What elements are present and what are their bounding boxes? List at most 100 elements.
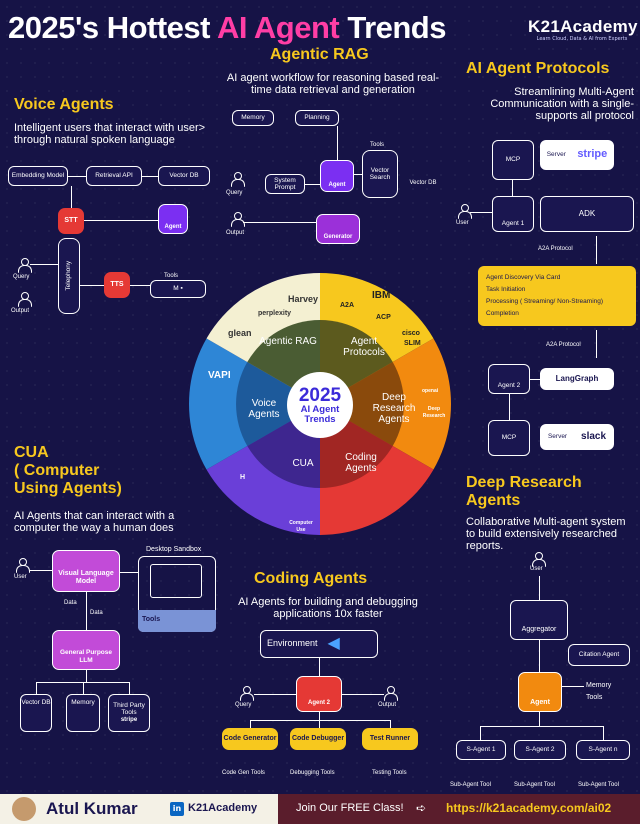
protocols-a2a2-label: A2A Protocol xyxy=(546,342,581,348)
deep-connector xyxy=(480,726,481,740)
rag-tools-box: Vector Search xyxy=(362,150,398,198)
deep-user-person-icon xyxy=(532,552,546,567)
cua-llm-node: General Purpose LLM xyxy=(52,630,120,670)
brand-computer-use: Computer Use xyxy=(289,520,313,533)
cua-vlm-node: Visual Language Model xyxy=(52,550,120,592)
cua-desktop-label: Desktop Sandbox xyxy=(146,546,202,553)
wheel-segment-coding: Coding Agents xyxy=(345,452,377,474)
wheel-segment-protocols: Agent Protocols xyxy=(343,336,385,358)
voice-tts-node: TTS xyxy=(104,272,130,298)
deep-aggregator-box: Aggregator xyxy=(510,600,568,640)
coding-desc: AI Agents for building and debugging app… xyxy=(238,596,418,620)
brand-a2a: A2A xyxy=(340,302,355,309)
voice-tools-label: Tools xyxy=(164,273,179,279)
wheel-segment-deep-research: Deep Research Agents xyxy=(372,392,416,425)
author-avatar xyxy=(12,797,36,821)
cua-memory-box: Memory xyxy=(66,694,100,732)
deep-subtool-label: Sub-Agent Tool xyxy=(514,782,555,788)
deep-memory-label: Memory xyxy=(586,682,612,689)
coding-query-person-icon xyxy=(240,686,254,701)
deep-tools-label: Tools xyxy=(586,694,603,701)
voice-output-label: Output xyxy=(11,308,30,314)
k21-logo: K21Academy Learn Cloud, Data & AI from E… xyxy=(528,17,638,42)
a2a-card-item: Agent Discovery Via Card xyxy=(486,274,561,281)
rag-connector xyxy=(337,126,338,160)
coding-query-label: Query xyxy=(235,702,252,708)
deep-connector xyxy=(562,686,584,687)
footer-academy[interactable]: K21Academy xyxy=(188,802,258,814)
wheel-center: 2025 AI Agent Trends xyxy=(287,372,353,438)
deep-sagent2-box: S-Agent 2 xyxy=(514,740,566,760)
wheel-segment-voice: Voice Agents xyxy=(248,398,280,420)
arrow-right-icon: ➪ xyxy=(416,801,427,815)
coding-connector xyxy=(390,720,391,728)
protocols-user-label: User xyxy=(456,220,469,226)
voice-connector xyxy=(30,264,58,265)
coding-connector xyxy=(250,720,251,728)
protocols-mcp1-box: MCP xyxy=(492,140,534,180)
footer-cta[interactable]: Join Our FREE Class! xyxy=(296,802,404,814)
voice-connector xyxy=(142,176,158,177)
coding-codegen-tools-label: Code Gen Tools xyxy=(222,770,265,776)
voice-tools-box: M ▪ xyxy=(150,280,206,298)
protocols-adk-box: ADK xyxy=(540,196,634,232)
deep-connector xyxy=(539,712,540,726)
cua-connector xyxy=(30,570,52,571)
voice-connector xyxy=(130,285,150,286)
protocols-agent2-box: Agent 2 xyxy=(488,364,530,394)
footer-cta-area xyxy=(278,794,640,824)
voice-connector xyxy=(80,285,104,286)
voice-connector xyxy=(71,186,72,208)
brand-vapi: VAPI xyxy=(208,370,231,381)
cua-connector xyxy=(86,592,87,630)
voice-query-person-icon xyxy=(18,258,32,273)
cua-user-label: User xyxy=(14,574,27,580)
cua-connector xyxy=(120,572,138,573)
voice-telephony-box: Telephony xyxy=(58,238,80,314)
protocols-title: AI Agent Protocols xyxy=(466,60,610,77)
page-title: 2025's Hottest AI Agent Trends xyxy=(8,10,446,45)
cua-connector xyxy=(129,682,130,694)
a2a-card-item: Completion xyxy=(486,310,519,317)
brand-perplexity: perplexity xyxy=(258,310,292,317)
agentic-rag-desc: AI agent workflow for reasoning based re… xyxy=(226,72,440,96)
coding-output-person-icon xyxy=(384,686,398,701)
coding-connector xyxy=(250,720,390,721)
deep-sagent1-box: S-Agent 1 xyxy=(456,740,506,760)
deep-subtool-label: Sub-Agent Tool xyxy=(450,782,491,788)
deep-sagentn-box: S-Agent n xyxy=(576,740,630,760)
rag-output-label: Output xyxy=(226,230,245,236)
deep-connector xyxy=(539,576,540,600)
logo-main: K21Academy xyxy=(528,17,638,36)
voice-query-label: Query xyxy=(13,274,30,280)
deep-agent-node: Agent xyxy=(518,672,562,712)
rag-connector xyxy=(305,184,320,185)
coding-debugger-node: Code Debugger xyxy=(290,728,346,750)
cua-data1-label: Data xyxy=(64,600,77,606)
coding-connector xyxy=(342,694,384,695)
rag-planning-box: Planning xyxy=(295,110,339,126)
coding-agent2-node: Agent 2 xyxy=(296,676,342,712)
deep-citation-box: Citation Agent xyxy=(568,644,630,666)
coding-testing-tools-label: Testing Tools xyxy=(372,770,407,776)
protocols-agent1-box: Agent 1 xyxy=(492,196,534,232)
logo-tagline: Learn Cloud, Data & AI from Experts xyxy=(536,36,628,42)
deep-connector xyxy=(539,640,540,672)
footer-url-link[interactable]: https://k21academy.com/ai02 xyxy=(446,801,612,815)
a2a-card: Agent Discovery Via Card Task Initiation… xyxy=(478,266,636,326)
protocols-user-person-icon xyxy=(458,204,472,219)
cua-window-icon xyxy=(150,564,202,598)
footer-bar: Atul Kumar in K21Academy Join Our FREE C… xyxy=(0,794,640,824)
coding-output-label: Output xyxy=(378,702,397,708)
brand-slim: SLIM xyxy=(404,340,421,347)
coding-testrunner-node: Test Runner xyxy=(362,728,418,750)
deep-subtool-label: Sub-Agent Tool xyxy=(578,782,619,788)
rag-query-person-icon xyxy=(231,172,245,187)
linkedin-icon[interactable]: in xyxy=(170,802,184,816)
rag-output-person-icon xyxy=(231,212,245,227)
cua-tools-strip xyxy=(138,610,216,632)
coding-environment-box: Environment◀ xyxy=(260,630,378,658)
